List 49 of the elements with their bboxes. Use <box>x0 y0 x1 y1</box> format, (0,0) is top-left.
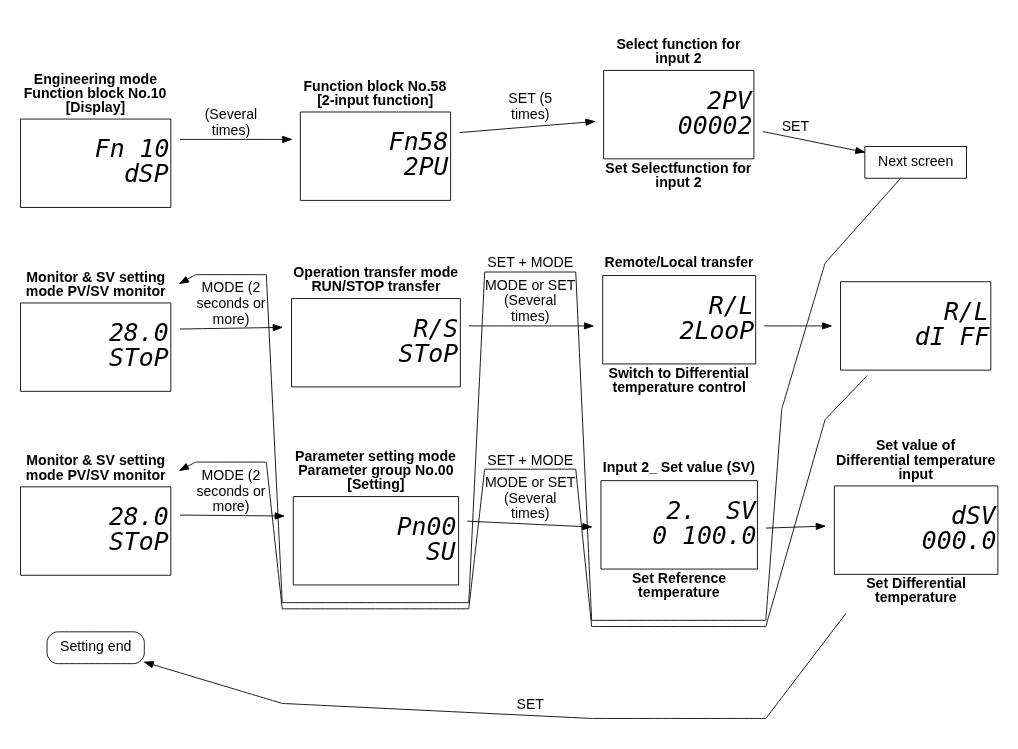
node-label: Set Reference temperature <box>631 569 727 600</box>
node-label: Set Selectfunction for input 2 <box>605 159 752 190</box>
node-box: 2PV 00002 <box>603 69 755 159</box>
node-box: Fn 10 dSP <box>20 118 172 208</box>
arrow <box>179 374 868 627</box>
node-box: 28.0 SToP <box>20 302 172 392</box>
edge-label: SET <box>781 117 810 134</box>
node-box: 28.0 SToP <box>20 485 172 576</box>
node-box: R/S SToP <box>291 297 461 387</box>
node-label: Remote/Local transfer <box>604 253 754 270</box>
node-label: Engineering mode Function block No.10 [Display] <box>23 70 167 115</box>
node-label: Monitor & SV setting mode PV/SV monitor <box>25 451 166 483</box>
node-box: R/L dI FF <box>840 280 992 371</box>
node-label: Function block No.58 [2-input function] <box>303 77 447 108</box>
node-label: Parameter setting mode Parameter group No.00 [Setting] <box>295 447 456 492</box>
edge-label: MODE (2 seconds or more) <box>196 466 266 514</box>
edge-label: SET (5 times) <box>508 89 553 122</box>
node-label: Operation transfer mode RUN/STOP transfer <box>293 263 459 294</box>
node-box: Setting end <box>46 630 145 664</box>
node-label: Monitor & SV setting mode PV/SV monitor <box>25 268 166 299</box>
edge-label: MODE or SET (Several times) <box>485 276 576 324</box>
node-box: R/L 2LooP <box>602 274 757 364</box>
edge-label: (Several times) <box>204 105 258 138</box>
arrow <box>143 612 847 719</box>
edge-label: SET + MODE <box>487 253 574 270</box>
node-box: Next screen <box>864 145 967 179</box>
node-label: Set Differential temperature <box>866 574 966 605</box>
node-label: Switch to Differential temperature control <box>608 364 749 395</box>
arrow <box>763 321 832 329</box>
node-box: Fn58 2PU <box>299 111 452 201</box>
node-label: Set value of Differential temperature input <box>836 436 996 482</box>
node-box: 2. SV 0 100.0 <box>600 479 758 569</box>
arrow <box>179 511 285 519</box>
node-box: dSV 000.0 <box>833 485 999 575</box>
arrow <box>179 323 283 331</box>
edge-label: MODE or SET (Several times) <box>485 473 576 521</box>
arrow <box>179 135 292 143</box>
node-label: Input 2_ Set value (SV) <box>602 458 755 475</box>
edge-label: MODE (2 seconds or more) <box>196 278 266 327</box>
node-box: Pn00 SU <box>292 495 460 585</box>
arrow <box>459 118 596 133</box>
arrow <box>765 522 826 530</box>
edge-label: SET <box>516 695 544 712</box>
arrow <box>466 520 592 530</box>
edge-label: SET + MODE <box>487 451 574 468</box>
arrow <box>468 321 594 329</box>
arrow <box>762 130 865 154</box>
node-label: Select function for input 2 <box>616 35 741 66</box>
arrow <box>179 177 902 621</box>
